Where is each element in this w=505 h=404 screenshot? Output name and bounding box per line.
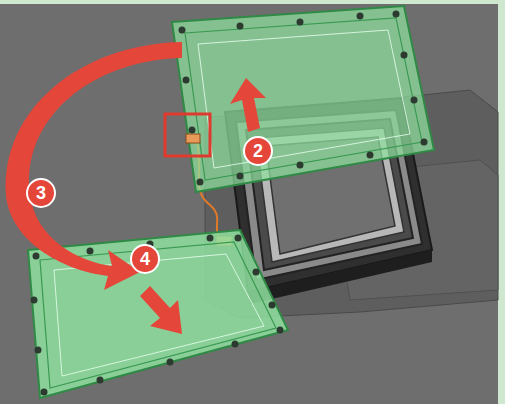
callout-number: 4 [130, 244, 160, 274]
callout-number: 3 [26, 178, 56, 208]
frame-border [498, 0, 505, 404]
callout-number: 2 [243, 136, 273, 166]
lid-lifted [172, 6, 434, 192]
red-arrows [6, 42, 266, 334]
callout-text: 3 [36, 184, 46, 202]
frame-border [0, 0, 505, 4]
connector [186, 134, 200, 143]
callout-text: 2 [253, 142, 263, 160]
callout-text: 4 [140, 250, 150, 268]
highlight-box [165, 114, 210, 156]
